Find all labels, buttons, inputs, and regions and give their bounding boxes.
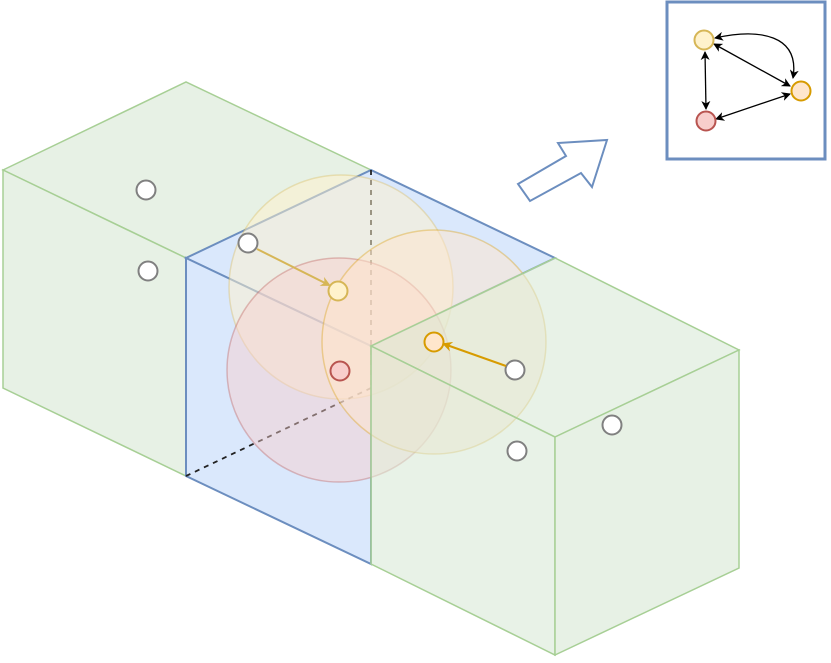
yellow-message-arrow [256, 248, 331, 286]
graph-inset-panel [665, 0, 827, 161]
graph-node-red [695, 110, 717, 132]
graph-inset-frame [665, 0, 827, 161]
orange-node [423, 331, 445, 353]
right-voxel-box [369, 257, 741, 657]
graph-edge-yellow-orange-curved [714, 31, 799, 79]
background-nodes [135, 179, 623, 462]
yellow-node [327, 280, 349, 302]
orange-message-arrow [442, 341, 507, 367]
graph-node-orange [790, 80, 812, 102]
grey-node [506, 440, 528, 462]
left-voxel-box [1, 81, 373, 478]
right-box-side-face [554, 348, 740, 657]
red-node [329, 360, 351, 382]
grey-node [237, 232, 259, 254]
grey-node [135, 179, 157, 201]
hollow-arrow-icon [516, 138, 609, 203]
graph-edge-red-orange [715, 92, 791, 121]
graph-edge-yellow-red [700, 51, 711, 110]
graph-node-yellow [693, 29, 715, 51]
grey-node [504, 359, 526, 381]
grey-node [137, 260, 159, 282]
grey-node [601, 414, 623, 436]
